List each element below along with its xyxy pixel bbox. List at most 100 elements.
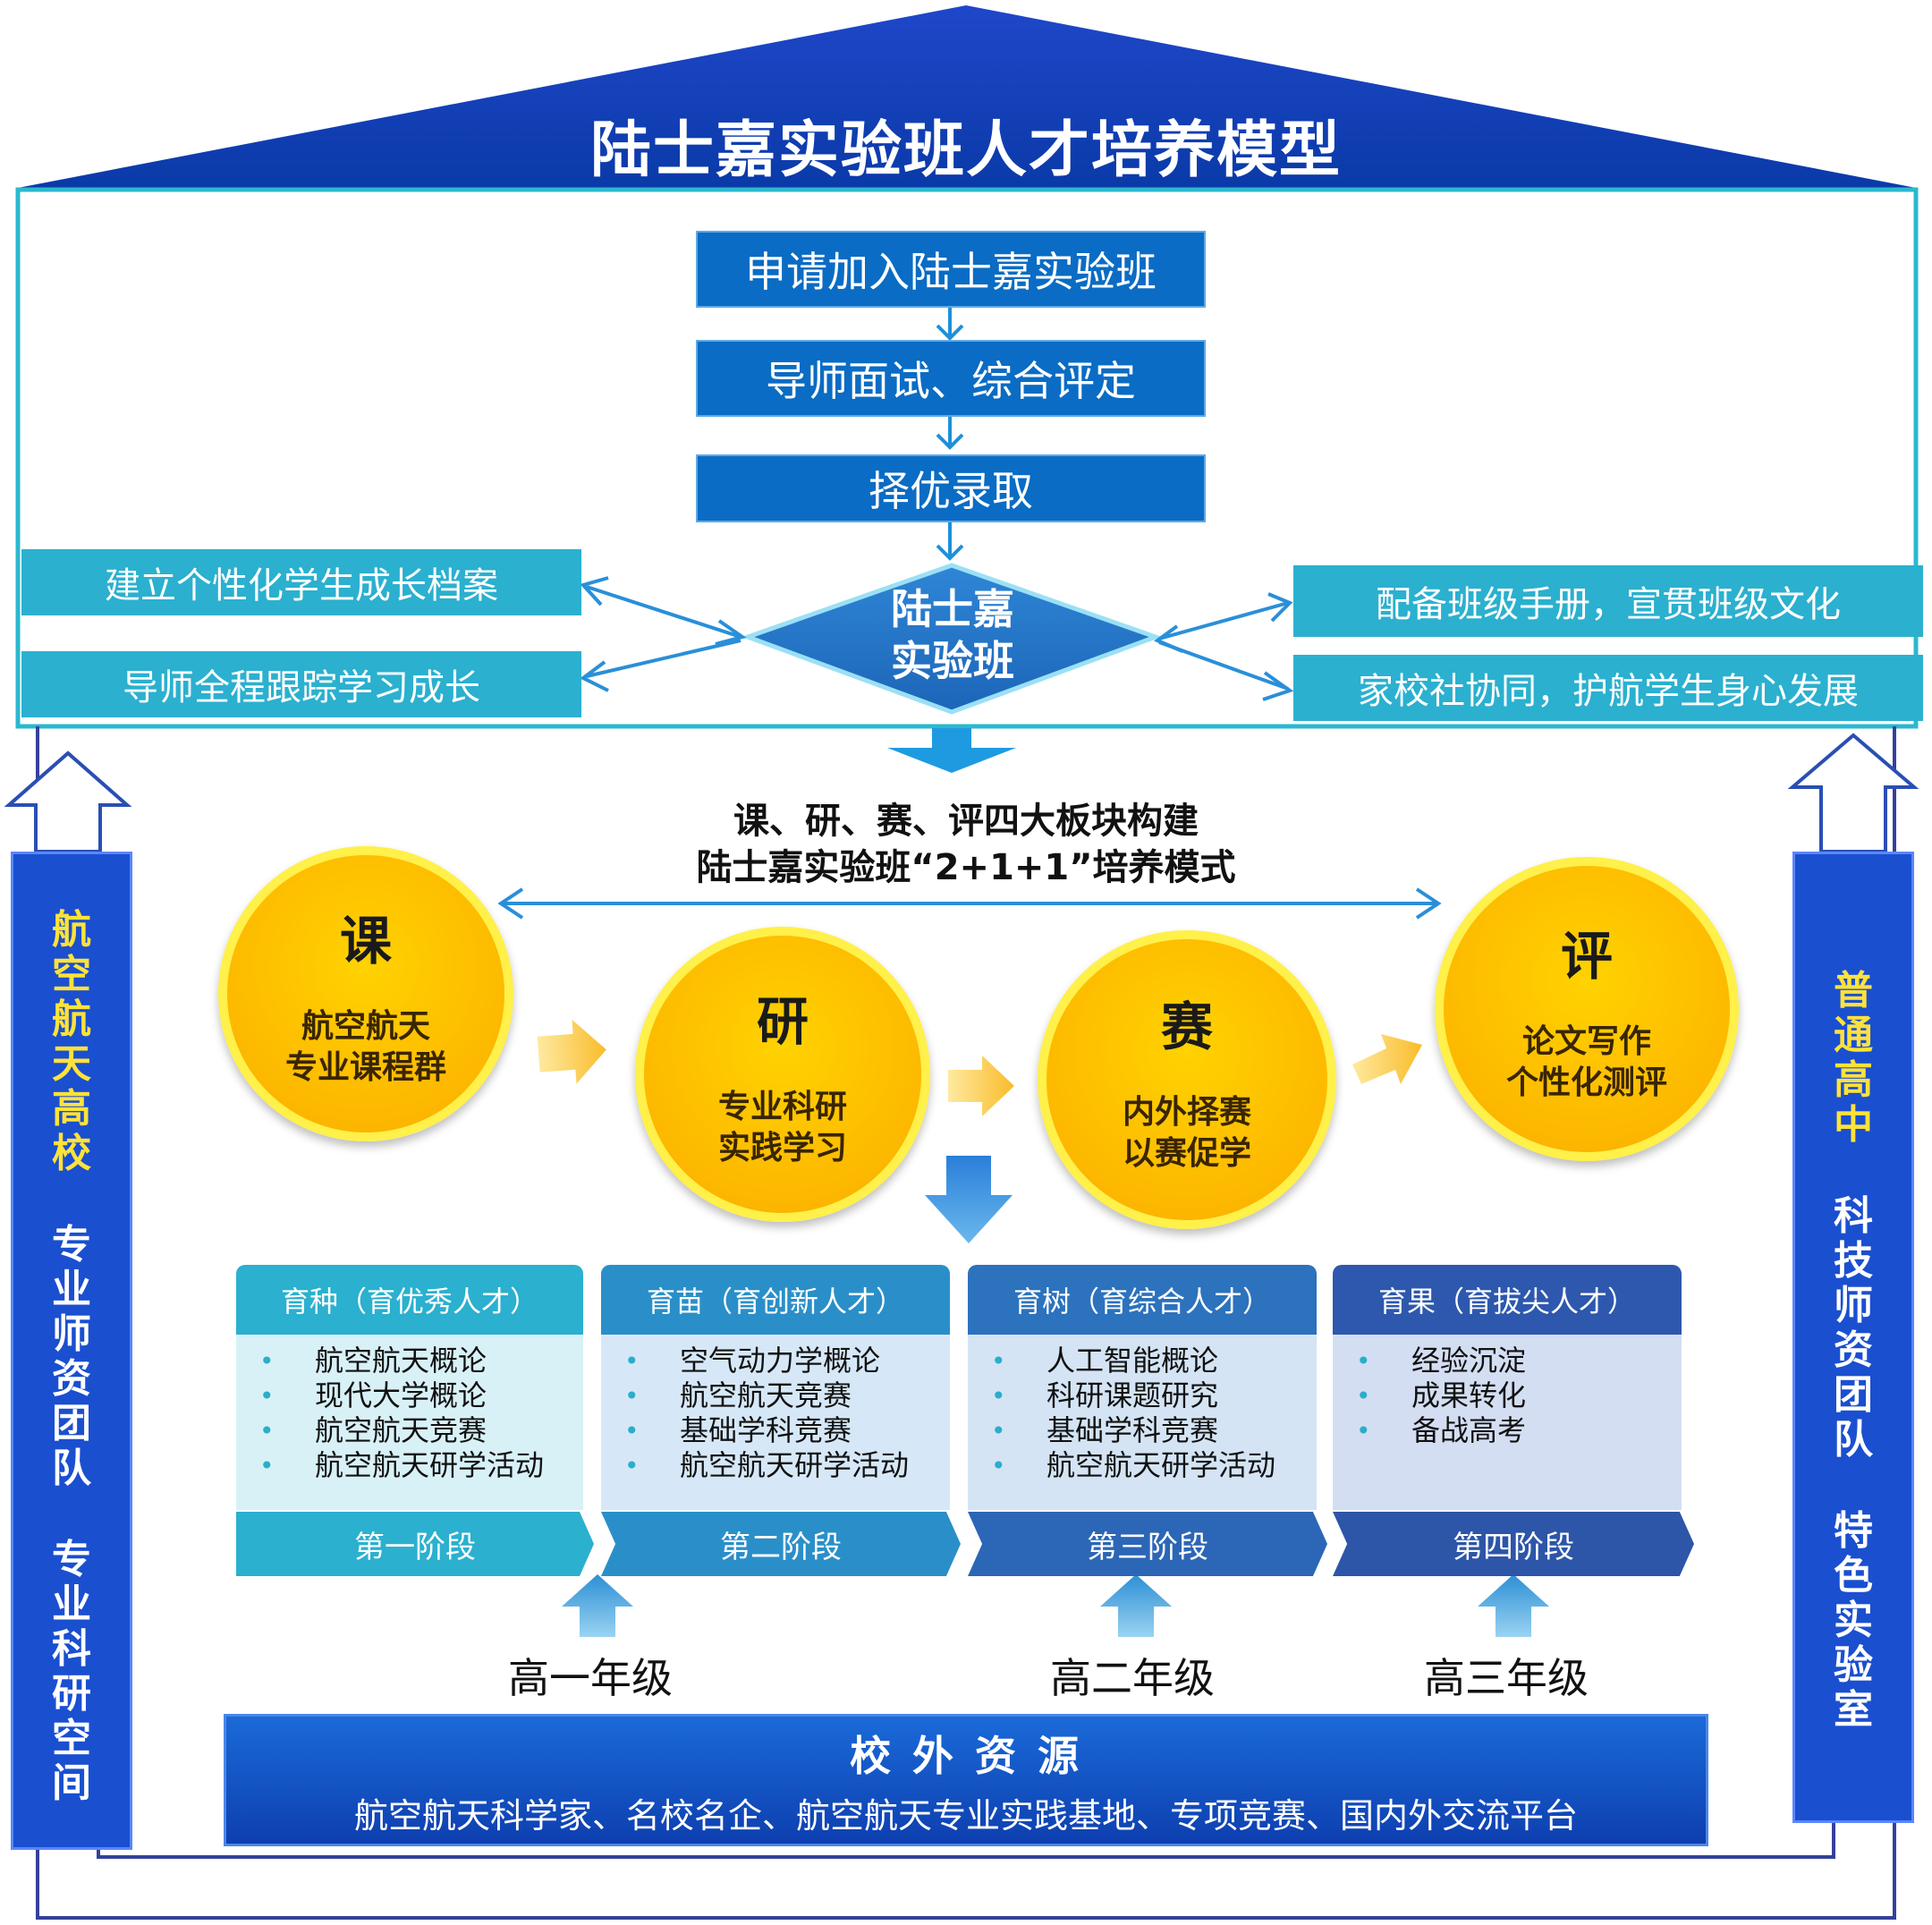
right-column: 普通高中 科技师资团队 特色实验室 xyxy=(1792,852,1914,1823)
stage-3-foot: 第三阶段 xyxy=(968,1512,1327,1576)
stage-3-body: •人工智能概论 •科研课题研究 •基础学科竞赛 •航空航天研学活动 xyxy=(968,1335,1317,1510)
stage-4-item: •成果转化 xyxy=(1356,1378,1527,1412)
external-title: 校 外 资 源 xyxy=(849,1731,1083,1780)
mode-line-1: 课、研、赛、评四大板块构建 xyxy=(733,801,1199,842)
circle-competition-sub: 内外择赛以赛促学 xyxy=(1122,1094,1251,1172)
circle-research-title: 研 xyxy=(756,991,809,1052)
left-box-archive: 建立个性化学生成长档案 xyxy=(21,549,581,615)
right-up-arrow-shape xyxy=(1787,733,1919,853)
grade-up-arrows xyxy=(562,1574,1549,1637)
vertical-char: 师 xyxy=(1834,1283,1873,1328)
gold-arrow-3 xyxy=(1352,1034,1422,1084)
stage-4-item: •备战高考 xyxy=(1356,1413,1527,1447)
circles-down-arrow xyxy=(925,1156,1013,1243)
stage-3-item: •基础学科竞赛 xyxy=(991,1413,1219,1447)
right-column-group-1: 普通高中 xyxy=(1834,969,1873,1148)
grade-3: 高三年级 xyxy=(1424,1654,1589,1702)
left-column: 航空航天高校 专业师资团队 专业科研空间 xyxy=(11,852,132,1850)
mode-line-2: 陆士嘉实验班“2+1+1”培养模式 xyxy=(696,847,1236,888)
stage-3-item: •人工智能概论 xyxy=(991,1344,1219,1378)
left-up-arrow-shape xyxy=(4,750,132,853)
vertical-char: 资 xyxy=(1834,1327,1873,1373)
vertical-char: 航 xyxy=(52,996,91,1042)
vertical-char: 专 xyxy=(52,1537,91,1582)
circle-competition-title: 赛 xyxy=(1160,996,1213,1057)
vertical-char: 队 xyxy=(1834,1417,1873,1463)
right-column-group-2: 科技师资团队 xyxy=(1834,1194,1873,1463)
vertical-char: 天 xyxy=(52,1041,91,1087)
frame-down-arrow xyxy=(887,728,1016,773)
stage-2-foot: 第二阶段 xyxy=(601,1512,961,1576)
external-text: 航空航天科学家、名校名企、航空航天专业实践基地、专项竞赛、国内外交流平台 xyxy=(353,1795,1578,1836)
vertical-char: 师 xyxy=(52,1311,91,1357)
grade-1: 高一年级 xyxy=(508,1654,673,1702)
roof-shape xyxy=(18,5,1916,188)
vertical-char: 科 xyxy=(52,1626,91,1672)
center-diamond xyxy=(741,563,1163,715)
vertical-char: 团 xyxy=(52,1401,91,1446)
stage-1-foot: 第一阶段 xyxy=(236,1512,594,1576)
center-diamond-label: 陆士嘉 实验班 xyxy=(841,583,1064,687)
stage-3-item: •科研课题研究 xyxy=(991,1378,1219,1412)
stage-1-item: •航空航天竞赛 xyxy=(259,1413,487,1447)
stage-2-body: •空气动力学概论 •航空航天竞赛 •基础学科竞赛 •航空航天研学活动 xyxy=(601,1335,950,1510)
circle-course: 课 航空航天专业课程群 xyxy=(218,846,513,1141)
circle-course-title: 课 xyxy=(339,911,392,971)
vertical-char: 中 xyxy=(1834,1102,1873,1148)
mode-heading: 课、研、赛、评四大板块构建 陆士嘉实验班“2+1+1”培养模式 xyxy=(519,798,1413,891)
vertical-char: 业 xyxy=(52,1267,91,1312)
circle-evaluation-title: 评 xyxy=(1560,926,1613,987)
upper-frame xyxy=(15,187,1919,729)
vertical-char: 特 xyxy=(1834,1508,1873,1554)
page-title: 陆士嘉实验班人才培养模型 xyxy=(589,115,1342,186)
vertical-char: 科 xyxy=(1834,1193,1873,1239)
vertical-char: 研 xyxy=(52,1671,91,1717)
right-box-handbook: 配备班级手册，宣贯班级文化 xyxy=(1293,565,1923,637)
vertical-char: 通 xyxy=(1834,1013,1873,1058)
external-resources-box: 校 外 资 源 航空航天科学家、名校名企、航空航天专业实践基地、专项竞赛、国内外… xyxy=(224,1714,1708,1846)
circle-competition: 赛 内外择赛以赛促学 xyxy=(1038,930,1336,1229)
vertical-char: 空 xyxy=(52,1716,91,1761)
gold-arrow-1 xyxy=(537,1019,606,1084)
stage-2-item: •空气动力学概论 xyxy=(624,1344,881,1378)
stage-1-head: 育种（育优秀人才） xyxy=(236,1265,583,1335)
grade-2: 高二年级 xyxy=(1050,1654,1215,1702)
stage-1-body: •航空航天概论 •现代大学概论 •航空航天竞赛 •航空航天研学活动 xyxy=(236,1335,583,1510)
stage-3-item: •航空航天研学活动 xyxy=(991,1448,1276,1482)
left-column-group-1: 航空航天高校 xyxy=(52,908,91,1176)
center-line-1: 陆士嘉 xyxy=(891,585,1014,633)
circle-research-sub: 专业科研实践学习 xyxy=(717,1089,847,1166)
vertical-char: 空 xyxy=(52,952,91,997)
flow-step-2: 导师面试、综合评定 xyxy=(696,340,1206,417)
stage-4-item: •经验沉淀 xyxy=(1356,1344,1527,1378)
circle-evaluation-sub: 论文写作个性化测评 xyxy=(1505,1023,1667,1101)
vertical-char: 业 xyxy=(52,1582,91,1627)
vertical-char: 高 xyxy=(1834,1057,1873,1103)
flow-step-1: 申请加入陆士嘉实验班 xyxy=(696,231,1206,308)
center-line-2: 实验班 xyxy=(891,637,1014,685)
gold-arrow-2 xyxy=(948,1056,1014,1116)
vertical-char: 校 xyxy=(52,1131,91,1176)
vertical-char: 室 xyxy=(1834,1687,1873,1733)
vertical-char: 实 xyxy=(1834,1598,1873,1643)
stage-2-head: 育苗（育创新人才） xyxy=(601,1265,950,1335)
circle-research: 研 专业科研实践学习 xyxy=(635,927,930,1222)
stage-2-item: •航空航天研学活动 xyxy=(624,1448,910,1482)
diamond-connectors xyxy=(580,576,1294,701)
right-column-group-3: 特色实验室 xyxy=(1834,1509,1873,1733)
stage-2-item: •航空航天竞赛 xyxy=(624,1378,852,1412)
circle-evaluation: 评 论文写作个性化测评 xyxy=(1435,857,1739,1161)
right-box-cooperation: 家校社协同，护航学生身心发展 xyxy=(1293,655,1923,721)
stage-1-item: •航空航天研学活动 xyxy=(259,1448,545,1482)
stage-4-head: 育果（育拔尖人才） xyxy=(1333,1265,1682,1335)
mode-double-arrow xyxy=(497,887,1442,920)
stage-4-body: •经验沉淀 •成果转化 •备战高考 xyxy=(1333,1335,1682,1510)
vertical-char: 技 xyxy=(1834,1238,1873,1284)
vertical-char: 专 xyxy=(52,1222,91,1268)
left-column-group-2: 专业师资团队 xyxy=(52,1223,91,1491)
stage-1-item: •航空航天概论 xyxy=(259,1344,487,1378)
vertical-char: 资 xyxy=(52,1356,91,1402)
left-box-mentor: 导师全程跟踪学习成长 xyxy=(21,651,581,717)
vertical-char: 团 xyxy=(1834,1372,1873,1418)
